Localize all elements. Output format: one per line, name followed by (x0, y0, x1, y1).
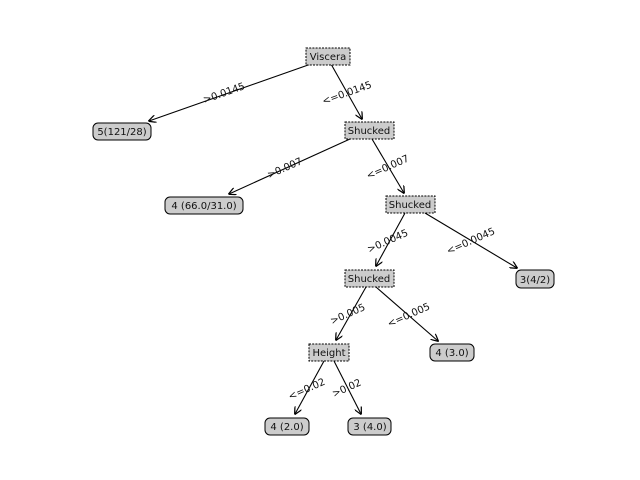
edge-shucked2-to-shucked3: >0.0045 (366, 212, 410, 266)
edge-shucked2-to-leaf3a: <=0.0045 (424, 212, 517, 268)
node-label-shucked-2: Shucked (389, 200, 431, 211)
leaf-label-3-4: 3 (4.0) (353, 422, 386, 433)
edge-label-height-le: <=0.02 (287, 377, 327, 403)
edge-shucked1-to-shucked2: <=0.007 (365, 138, 411, 193)
decision-node-shucked-1: Shucked (344, 121, 395, 140)
edge-height-to-leaf4c: <=0.02 (287, 360, 327, 414)
edge-label-shucked3-le: <=0.005 (386, 301, 432, 330)
leaf-node-5-121-28: 5(121/28) (92, 122, 152, 141)
decision-node-height: Height (308, 343, 350, 362)
edge-label-viscera-le: <=0.0145 (321, 80, 373, 108)
edge-label-shucked3-gt: >0.005 (329, 302, 367, 327)
leaf-node-4-66-31: 4 (66.0/31.0) (164, 196, 244, 215)
decision-node-shucked-3: Shucked (344, 269, 395, 288)
node-label-viscera: Viscera (310, 52, 347, 63)
leaf-label-4-66-31: 4 (66.0/31.0) (171, 201, 236, 212)
edge-label-height-gt: >0.02 (331, 377, 363, 400)
node-label-shucked-1: Shucked (348, 126, 390, 137)
edge-shucked3-to-leaf4b: <=0.005 (375, 286, 438, 341)
edge-label-shucked2-gt: >0.0045 (366, 228, 410, 256)
leaf-node-3-4: 3 (4.0) (347, 417, 392, 436)
edge-shucked1-to-leaf4a: >0.007 (229, 138, 351, 194)
node-label-height: Height (312, 348, 345, 359)
edge-label-shucked1-le: <=0.007 (365, 153, 411, 182)
edge-label-shucked2-le: <=0.0045 (445, 226, 497, 257)
leaf-label-3-4-2: 3(4/2) (520, 275, 550, 286)
leaf-node-3-4-2: 3(4/2) (515, 269, 555, 289)
edge-label-viscera-gt: >0.0145 (202, 81, 247, 106)
node-label-shucked-3: Shucked (348, 274, 390, 285)
edge-label-shucked1-gt: >0.007 (266, 156, 304, 181)
edge-viscera-to-leaf5: >0.0145 (149, 63, 312, 121)
decision-node-shucked-2: Shucked (385, 195, 436, 214)
edge-height-to-leaf3b: >0.02 (331, 360, 363, 414)
leaf-node-4-3: 4 (3.0) (429, 343, 475, 362)
edge-shucked3-to-height: >0.005 (329, 286, 367, 340)
leaf-node-4-2: 4 (2.0) (264, 417, 310, 436)
decision-node-viscera: Viscera (305, 47, 351, 66)
leaf-label-4-3: 4 (3.0) (435, 348, 468, 359)
leaf-label-4-2: 4 (2.0) (270, 422, 303, 433)
edge-viscera-to-shucked1: <=0.0145 (321, 63, 373, 119)
leaf-label-5-121-28: 5(121/28) (97, 127, 146, 138)
